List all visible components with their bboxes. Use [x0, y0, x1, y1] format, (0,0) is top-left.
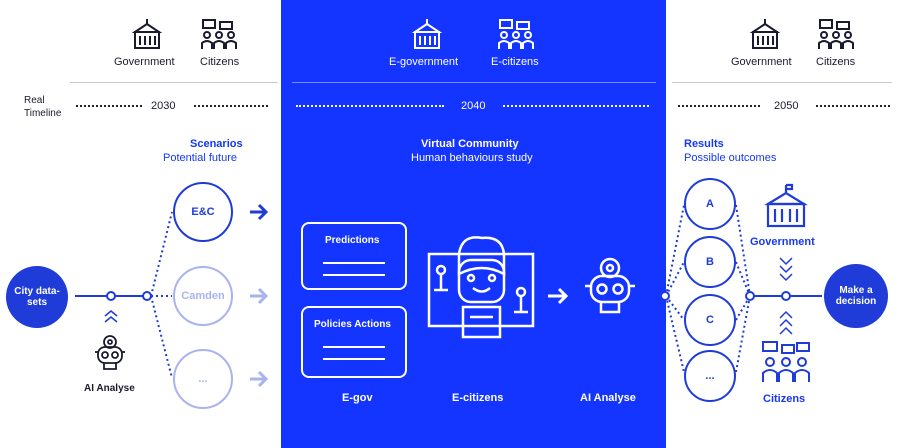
robot-icon [95, 335, 125, 370]
timeline-dots [296, 105, 444, 107]
outcome-a: A [684, 178, 736, 230]
outcome-more: ... [684, 350, 736, 402]
results-government-label: Government [750, 236, 815, 248]
middle-ai-analyse-label: AI Analyse [580, 392, 636, 404]
government-icon [131, 19, 163, 49]
citizens-icon [201, 19, 237, 49]
left-divider [70, 82, 278, 83]
left-connectors [75, 203, 269, 388]
timeline-dots [503, 105, 649, 107]
arrow-icon [548, 287, 569, 305]
right-citizens-icon [818, 19, 854, 49]
left-citizens-label: Citizens [200, 56, 240, 68]
virtual-community-title: Virtual Community [421, 138, 519, 150]
predictions-card: Predictions [301, 222, 407, 290]
results-government-icon [764, 183, 808, 228]
timeline-dots [678, 105, 760, 107]
middle-robot-icon [585, 257, 635, 314]
e-government-label: E-government [389, 56, 459, 68]
outcome-c: C [684, 294, 736, 346]
text-line [323, 358, 385, 360]
e-government-icon [411, 19, 443, 49]
real-label: Real [24, 95, 45, 106]
results-citizens-icon [762, 341, 810, 382]
left-government-label: Government [114, 56, 175, 68]
virtual-community-panel [281, 0, 666, 448]
text-line [323, 346, 385, 348]
scenario-camden: Camden [173, 266, 233, 326]
policies-actions-label: Policies Actions [314, 319, 391, 330]
results-subtitle: Possible outcomes [684, 152, 777, 164]
policies-actions-card: Policies Actions [301, 306, 407, 378]
text-line [323, 274, 385, 276]
e-citizen-avatar-icon [427, 236, 535, 339]
middle-divider [292, 82, 656, 83]
ecitizens-bottom-label: E-citizens [452, 392, 504, 404]
left-ai-analyse-label: AI Analyse [84, 383, 135, 394]
city-datasets-node: City data-sets [6, 266, 68, 328]
timeline-dots [76, 105, 142, 107]
scenarios-title: Scenarios [190, 138, 243, 150]
right-government-icon [749, 19, 781, 49]
right-government-label: Government [731, 56, 792, 68]
predictions-label: Predictions [325, 235, 380, 246]
make-decision-node: Make a decision [824, 264, 888, 328]
timeline-label: Timeline [24, 108, 62, 119]
scenario-ec: E&C [173, 182, 233, 242]
text-line [323, 262, 385, 264]
outcome-b: B [684, 236, 736, 288]
scenario-more: ... [173, 349, 233, 409]
right-citizens-label: Citizens [816, 56, 856, 68]
e-citizens-label: E-citizens [491, 56, 539, 68]
egov-label: E-gov [342, 392, 373, 404]
virtual-community-subtitle: Human behaviours study [411, 152, 533, 164]
year-2050: 2050 [774, 100, 799, 112]
e-citizens-icon [498, 19, 534, 49]
year-2030: 2030 [151, 100, 176, 112]
results-citizens-label: Citizens [763, 393, 806, 405]
results-title: Results [684, 138, 724, 150]
right-divider [672, 82, 892, 83]
scenarios-subtitle: Potential future [163, 152, 237, 164]
timeline-dots [816, 105, 890, 107]
timeline-dots [194, 105, 268, 107]
year-2040: 2040 [461, 100, 486, 112]
